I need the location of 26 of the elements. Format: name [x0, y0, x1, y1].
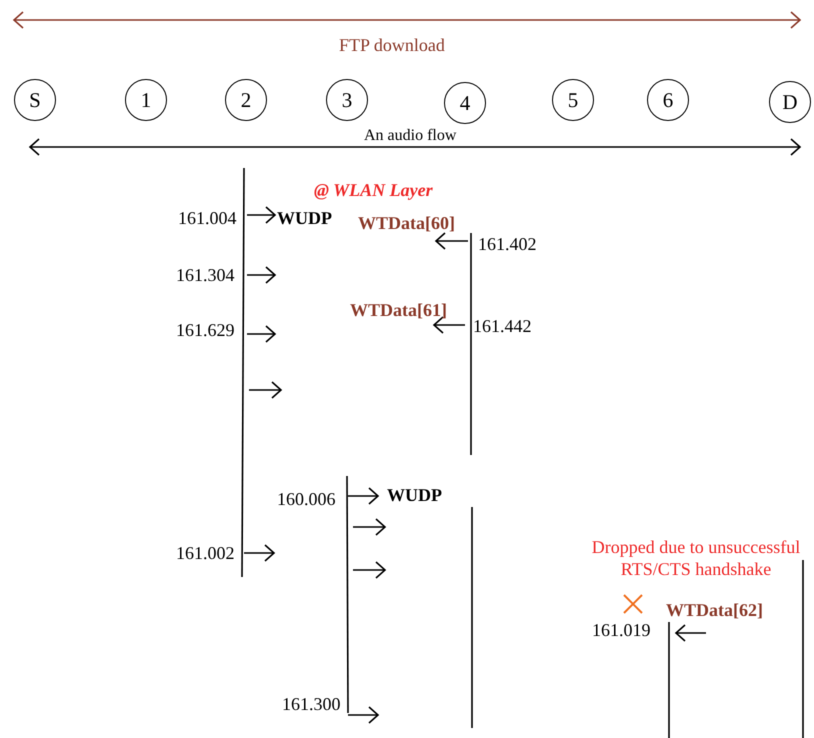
node-circle: 4 — [444, 82, 486, 124]
node-circle: D — [769, 81, 811, 123]
packet-label: @ WLAN Layer — [314, 180, 433, 202]
text-label: 161.300 — [282, 694, 340, 716]
packet-label: WUDP — [387, 485, 442, 507]
node-circle: 6 — [647, 79, 689, 121]
packet-label: WTData[62] — [666, 600, 763, 622]
packet-label: WUDP — [277, 208, 332, 230]
text-label: 161.402 — [478, 234, 536, 256]
text-label: 161.019 — [592, 620, 650, 642]
text-label: 161.442 — [473, 316, 532, 338]
packet-label: WTData[61] — [350, 300, 447, 322]
node-circle: 3 — [326, 79, 368, 121]
text-label: 161.004 — [178, 208, 236, 230]
node-circle: 1 — [125, 79, 167, 121]
text-label: An audio flow — [364, 126, 456, 146]
text-label: 161.002 — [176, 543, 234, 565]
text-label: 161.629 — [176, 320, 234, 342]
text-label: 160.006 — [277, 489, 336, 511]
text-label: 161.304 — [176, 265, 234, 287]
text-label: FTP download — [339, 35, 445, 57]
packet-label: WTData[60] — [358, 213, 455, 235]
text-label: Dropped due to unsuccessful RTS/CTS handshake — [590, 537, 802, 580]
node-circle: S — [14, 79, 56, 121]
node-circle: 5 — [552, 79, 594, 121]
node-circle: 2 — [225, 79, 267, 121]
